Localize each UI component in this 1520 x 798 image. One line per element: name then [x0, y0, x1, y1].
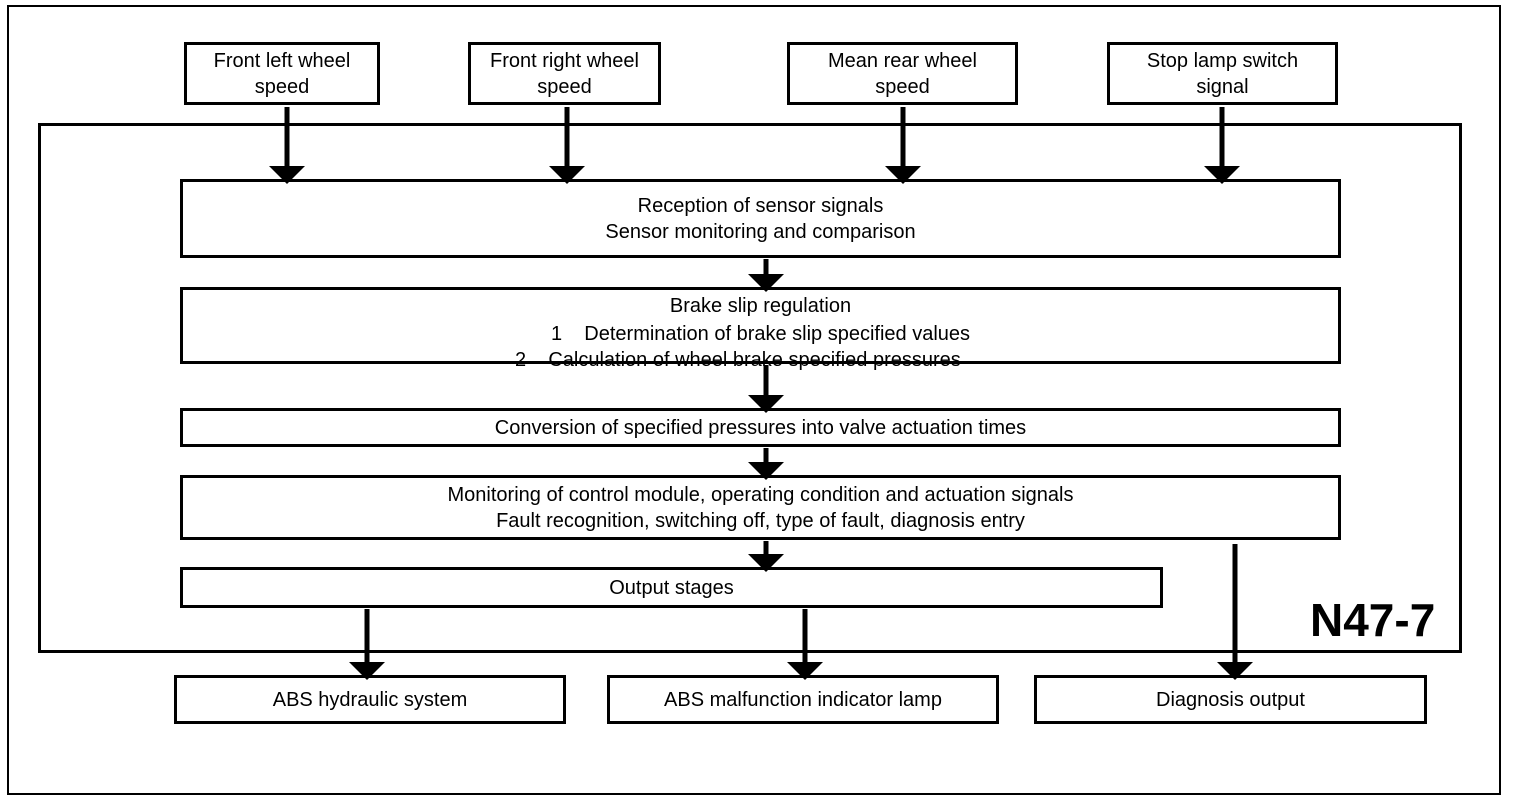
output-lamp-text: ABS malfunction indicator lamp	[664, 688, 942, 711]
monitoring-line1: Monitoring of control module, operating …	[447, 483, 1074, 506]
slip-item-1: 1 Determination of brake slip specified …	[550, 323, 971, 345]
input-stop-lamp-line2: signal	[1196, 75, 1249, 98]
output-hydraulic-text: ABS hydraulic system	[272, 688, 468, 711]
arrow-mean-rear-head	[885, 166, 921, 184]
output-stages-text: Output stages	[609, 576, 734, 599]
reception-of-sensor-signals-box: Reception of sensor signals Sensor monit…	[180, 179, 1341, 258]
output-diagnosis: Diagnosis output	[1034, 675, 1427, 724]
monitoring-line2: Fault recognition, switching off, type o…	[496, 509, 1025, 532]
output-diagnosis-text: Diagnosis output	[1156, 688, 1305, 711]
input-front-left-line1: Front left wheel	[213, 49, 351, 72]
input-front-left-line2: speed	[254, 75, 310, 98]
reception-line1: Reception of sensor signals	[637, 194, 884, 217]
slip-item-2: 2 Calculation of wheel brake specified p…	[515, 349, 961, 371]
input-mean-rear-line1: Mean rear wheel	[828, 49, 977, 72]
arrow-front-right-head	[549, 166, 585, 184]
conversion-box: Conversion of specified pressures into v…	[180, 408, 1341, 447]
control-module-outline	[38, 123, 1462, 653]
reception-line2: Sensor monitoring and comparison	[605, 220, 916, 243]
input-front-right-wheel-speed: Front right wheel speed	[468, 42, 661, 105]
conversion-text: Conversion of specified pressures into v…	[494, 416, 1027, 439]
arrow-stop-lamp-head	[1204, 166, 1240, 184]
input-stop-lamp-line1: Stop lamp switch	[1146, 49, 1299, 72]
input-front-right-line2: speed	[537, 75, 592, 98]
arrow-monitoring-to-output-head	[748, 554, 784, 572]
arrow-front-left-head	[269, 166, 305, 184]
arrow-to-lamp-head	[787, 662, 823, 680]
input-mean-rear-wheel-speed: Mean rear wheel speed	[787, 42, 1018, 105]
input-stop-lamp-switch-signal: Stop lamp switch signal	[1107, 42, 1338, 105]
arrow-to-hydraulic-head	[349, 662, 385, 680]
arrow-slip-to-conversion-head	[748, 395, 784, 413]
arrow-reception-to-slip-head	[748, 274, 784, 292]
arrow-conversion-to-monitoring-head	[748, 462, 784, 480]
module-label: N47-7	[1310, 594, 1436, 646]
output-abs-malfunction-indicator-lamp: ABS malfunction indicator lamp	[607, 675, 999, 724]
page-frame	[7, 5, 1501, 795]
monitoring-box: Monitoring of control module, operating …	[180, 475, 1341, 540]
input-front-left-wheel-speed: Front left wheel speed	[184, 42, 380, 105]
slip-title: Brake slip regulation	[669, 295, 852, 317]
brake-slip-regulation-box: Brake slip regulation 1 Determination of…	[180, 287, 1341, 364]
arrow-to-diagnosis-head	[1217, 662, 1253, 680]
input-front-right-line1: Front right wheel	[490, 49, 639, 72]
input-mean-rear-line2: speed	[875, 75, 930, 98]
output-stages-box: Output stages	[180, 567, 1163, 608]
